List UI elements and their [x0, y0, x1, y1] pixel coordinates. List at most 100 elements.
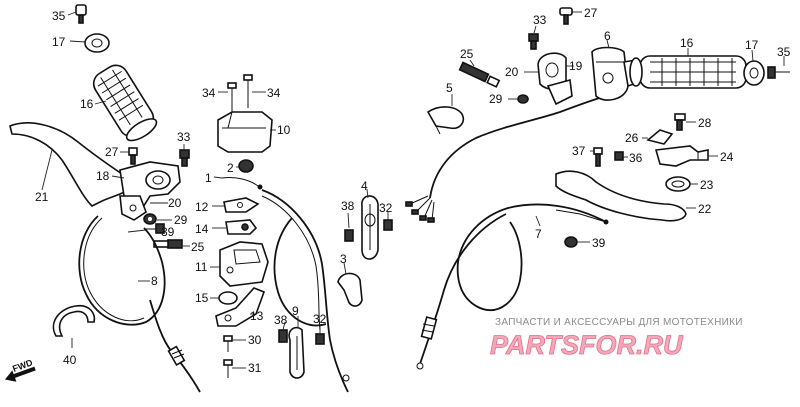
label-12: 12 — [195, 200, 209, 214]
label-39-right: 39 — [592, 236, 606, 250]
part-34-screws — [227, 74, 253, 112]
part-30-screw — [223, 335, 233, 352]
label-27-left: 27 — [105, 145, 119, 159]
label-4: 4 — [361, 179, 368, 193]
label-25-right: 25 — [460, 47, 474, 61]
label-15: 15 — [195, 291, 209, 305]
label-16-left: 16 — [80, 97, 94, 111]
part-20-holder-clamp — [119, 195, 147, 221]
label-20-right: 20 — [505, 65, 519, 79]
part-1-wire — [221, 177, 259, 187]
part-17-right-grip-end — [743, 60, 765, 86]
label-33-right: 33 — [533, 13, 547, 27]
label-29-left: 29 — [174, 213, 188, 227]
label-39-left: 39 — [161, 225, 175, 239]
part-20-throttle-housing — [537, 52, 567, 90]
part-14-switch-piece — [225, 219, 258, 235]
part-8-clutch-cable — [78, 215, 201, 393]
part-4-cable-guide — [361, 195, 379, 260]
label-13: 13 — [250, 309, 264, 323]
part-3-clip — [337, 272, 363, 307]
label-2: 2 — [227, 161, 234, 175]
fwd-arrow-icon: FWD — [4, 357, 36, 382]
part-9-cable-guide — [288, 326, 305, 379]
label-36: 36 — [629, 151, 643, 165]
label-35-right: 35 — [777, 45, 791, 59]
part-35-left-screw — [75, 4, 87, 24]
part-10-switch-housing — [217, 111, 273, 153]
label-17-left: 17 — [52, 35, 66, 49]
label-25-left: 25 — [191, 240, 205, 254]
part-25-right-adjuster — [458, 61, 501, 88]
part-39-left-bolt — [146, 223, 165, 234]
label-1: 1 — [205, 171, 212, 185]
label-3: 3 — [340, 252, 347, 266]
label-14: 14 — [195, 222, 209, 236]
part-24-brake-switch — [654, 145, 709, 167]
label-35-left: 35 — [52, 9, 66, 23]
label-28: 28 — [698, 116, 712, 130]
part-17-left-grip-end — [84, 33, 110, 53]
part-29-left-nut — [143, 213, 157, 225]
label-7: 7 — [535, 227, 542, 241]
part-27-left-screw — [128, 147, 138, 165]
label-8: 8 — [151, 274, 158, 288]
label-32-lower: 32 — [313, 312, 327, 326]
part-2-knob — [238, 159, 254, 173]
label-16-right: 16 — [680, 36, 694, 50]
part-15-small-piece — [218, 291, 238, 305]
label-6: 6 — [604, 29, 611, 43]
label-17-right: 17 — [745, 38, 759, 52]
label-23: 23 — [700, 178, 714, 192]
label-33-left: 33 — [177, 130, 191, 144]
label-24: 24 — [720, 150, 734, 164]
label-26: 26 — [625, 131, 639, 145]
label-30: 30 — [248, 333, 262, 347]
part-38-upper-grommet — [344, 229, 354, 242]
part-23-clip — [665, 176, 691, 192]
watermark-brand: PARTSFOR.RU — [490, 330, 684, 360]
label-18: 18 — [96, 169, 110, 183]
part-40-cable-band — [52, 304, 96, 337]
part-32-lower-screw — [315, 333, 325, 345]
part-12-switch-plate — [223, 197, 260, 213]
part-31-screw — [223, 359, 233, 378]
part-throttle-cable-center — [261, 189, 350, 393]
part-7-throttle-cable — [416, 203, 609, 370]
label-20-left: 20 — [168, 196, 182, 210]
part-27-right-screw — [559, 7, 573, 25]
part-38-lower-grommet — [278, 329, 288, 343]
part-25-left-adjuster — [153, 239, 183, 249]
part-19-throttle-pulley — [546, 78, 573, 106]
part-28-screw — [674, 113, 686, 131]
part-22-brake-lever — [555, 170, 687, 222]
part-11-switch-housing-lower — [219, 241, 269, 287]
label-38-lower: 38 — [274, 313, 288, 327]
part-29-right-nut — [517, 94, 529, 104]
part-39-right-nut — [564, 236, 578, 248]
label-32-upper: 32 — [379, 201, 393, 215]
label-29-right: 29 — [489, 92, 503, 106]
label-37: 37 — [572, 144, 586, 158]
part-21-clutch-lever — [9, 122, 133, 207]
label-19: 19 — [569, 59, 583, 73]
part-33-right-screw — [528, 33, 539, 50]
label-27-right: 27 — [584, 6, 598, 20]
part-26-plate — [646, 129, 674, 145]
label-21: 21 — [35, 190, 49, 204]
part-36-nut — [614, 151, 624, 161]
part-32-upper-screw — [383, 219, 393, 231]
label-38-upper: 38 — [341, 199, 355, 213]
label-11: 11 — [195, 260, 208, 274]
part-13-clamp — [215, 287, 266, 327]
part-35-right-screw — [767, 66, 790, 79]
watermark-caption: ЗАПЧАСТИ И АКСЕССУАРЫ ДЛЯ МОТОТЕХНИКИ — [495, 317, 743, 328]
label-40: 40 — [63, 353, 77, 367]
part-37-screw — [593, 147, 603, 167]
part-wire-harness — [405, 95, 607, 223]
label-5: 5 — [446, 81, 453, 95]
label-10: 10 — [277, 123, 291, 137]
part-5-connector — [426, 106, 465, 135]
label-22: 22 — [698, 202, 712, 216]
